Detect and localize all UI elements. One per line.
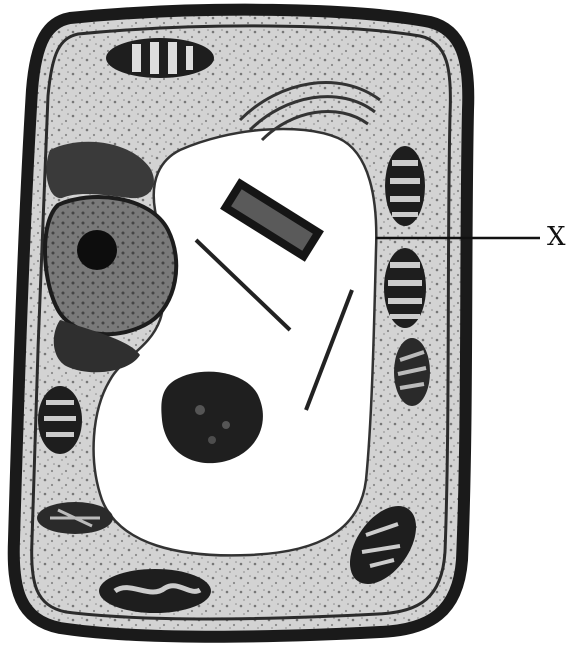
nucleolus [77, 230, 117, 270]
chloroplast-top [106, 38, 214, 78]
chloroplast-right-1 [385, 146, 425, 226]
nucleus [45, 197, 176, 334]
label-x: X [547, 222, 566, 252]
vacuole-granule [161, 372, 263, 464]
chloroplast-right-3 [394, 338, 430, 406]
chloroplast-left [38, 386, 82, 454]
chloroplast-bottom-left [37, 502, 113, 534]
chloroplast-right-2 [384, 248, 426, 328]
chloroplast-bottom [99, 569, 211, 613]
